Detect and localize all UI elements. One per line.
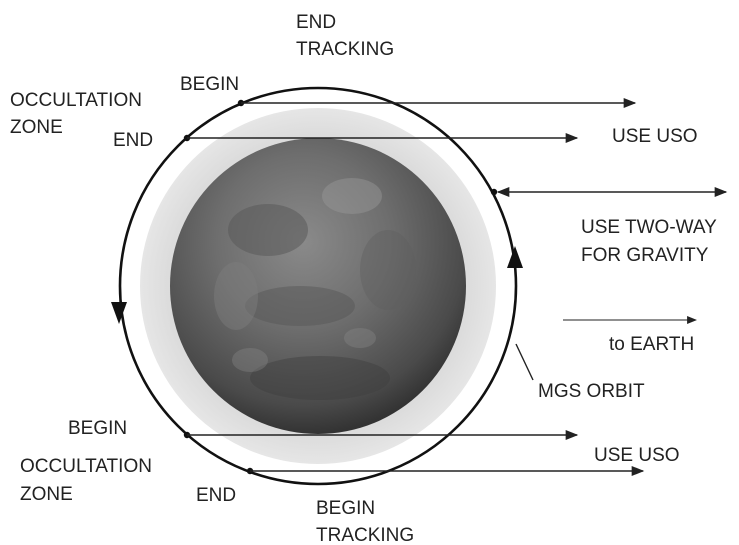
- use-uso-top-label: USE USO: [612, 126, 698, 147]
- two-way-label-line2: FOR GRAVITY: [581, 245, 709, 266]
- top-end-label: END: [113, 130, 153, 151]
- two-way-label-line1: USE TWO-WAY: [581, 217, 717, 238]
- bottom-occultation-zone-line1: OCCULTATION: [20, 456, 152, 477]
- top-begin-label: BEGIN: [180, 74, 239, 95]
- end-tracking-label-line2: TRACKING: [296, 39, 394, 60]
- mars-planet: [170, 138, 466, 434]
- begin-tracking-label-line1: BEGIN: [316, 498, 375, 519]
- to-earth-label: to EARTH: [609, 334, 694, 355]
- bottom-begin-label: BEGIN: [68, 418, 127, 439]
- top-occultation-zone-line1: OCCULTATION: [10, 90, 142, 111]
- orbit-direction-arrow-right: [507, 246, 523, 268]
- bottom-end-label: END: [196, 485, 236, 506]
- begin-tracking-label-line2: TRACKING: [316, 525, 414, 545]
- end-tracking-label-line1: END: [296, 12, 336, 33]
- top-occultation-zone-line2: ZONE: [10, 117, 63, 138]
- use-uso-bottom-label: USE USO: [594, 445, 680, 466]
- mgs-orbit-label: MGS ORBIT: [538, 381, 645, 402]
- bottom-occultation-zone-line2: ZONE: [20, 484, 73, 505]
- mgs-orbit-leader-line: [516, 344, 533, 380]
- orbit-direction-arrow-left: [111, 302, 127, 324]
